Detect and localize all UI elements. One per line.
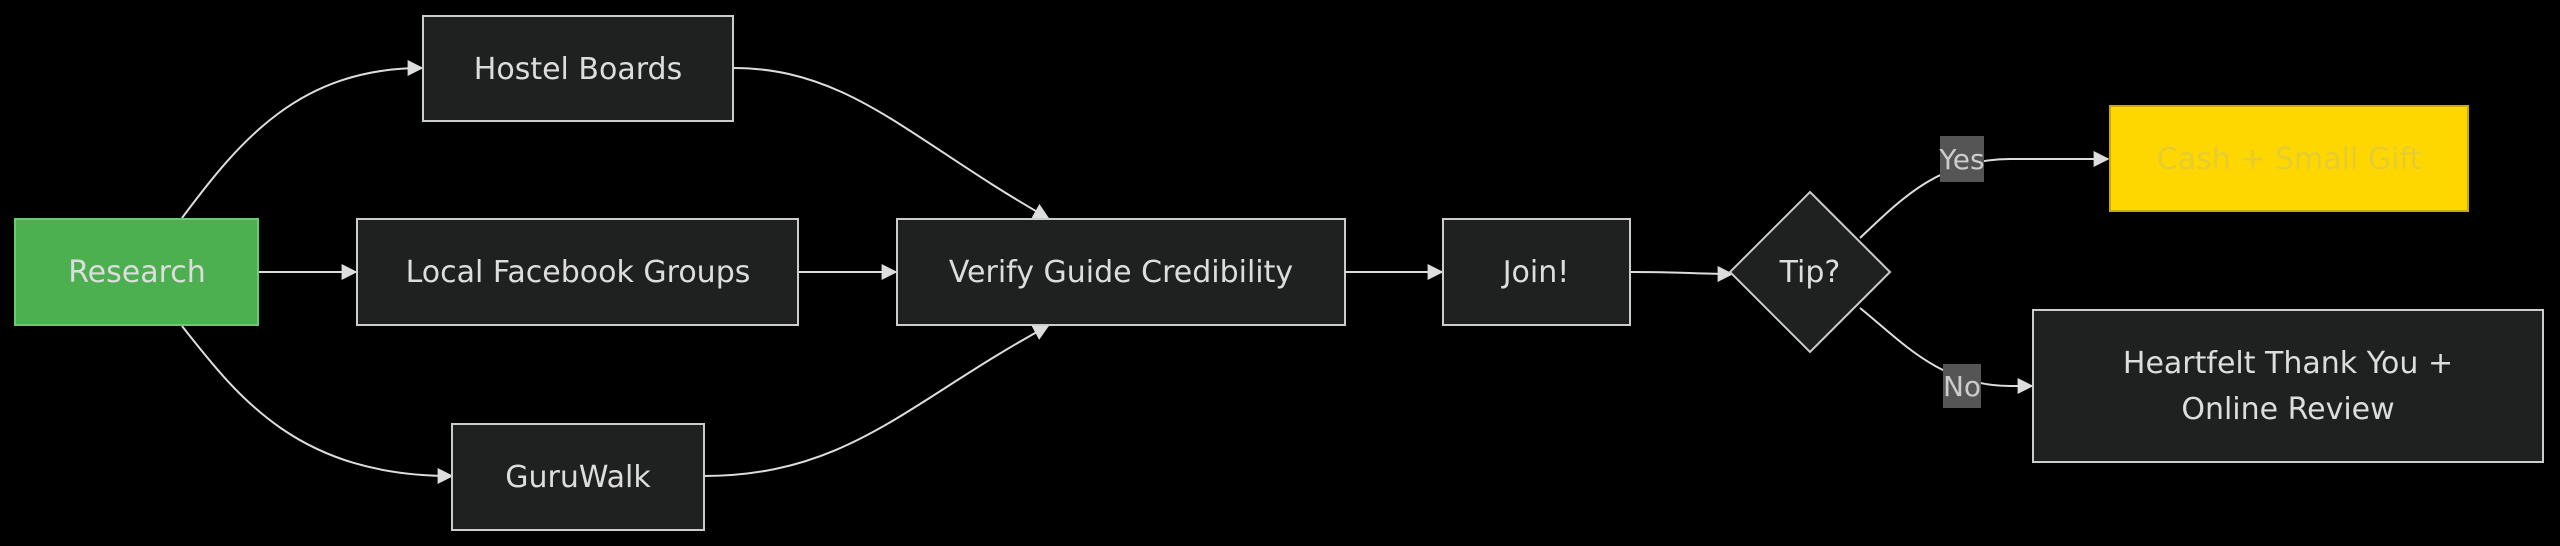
edge-guruwalk-verify: [702, 325, 1050, 477]
edge-join-tip: [1629, 265, 1734, 282]
edge-tip-cash: [1859, 151, 2110, 239]
node-join-label: Join!: [1501, 255, 1570, 290]
node-hostel-boards[interactable]: Hostel Boards: [422, 15, 734, 122]
node-hostel-boards-label: Hostel Boards: [474, 52, 682, 87]
edge-label-no-text: No: [1943, 370, 1981, 403]
node-local-facebook-groups-label: Local Facebook Groups: [406, 255, 751, 290]
node-cash-small-gift[interactable]: Cash + Small Gift: [2109, 105, 2469, 212]
edge-research-hostel: [181, 60, 424, 219]
node-research[interactable]: Research: [14, 218, 259, 326]
node-verify-guide-credibility[interactable]: Verify Guide Credibility: [896, 218, 1346, 326]
edge-research-guruwalk: [181, 325, 454, 484]
edge-tip-thanks: [1859, 307, 2034, 394]
node-join[interactable]: Join!: [1442, 218, 1631, 326]
edge-hostel-verify: [732, 67, 1050, 219]
node-guruwalk-label: GuruWalk: [505, 460, 651, 495]
node-heartfelt-thank-you-line1: Heartfelt Thank You +: [2123, 346, 2453, 381]
edge-label-yes-text: Yes: [1938, 143, 1984, 176]
node-guruwalk[interactable]: GuruWalk: [451, 423, 705, 531]
node-research-label: Research: [68, 255, 206, 290]
node-cash-small-gift-label: Cash + Small Gift: [2157, 142, 2422, 177]
edge-label-yes: Yes: [1938, 136, 1985, 182]
edges: [181, 60, 2110, 484]
node-verify-guide-credibility-label: Verify Guide Credibility: [949, 255, 1293, 290]
node-local-facebook-groups[interactable]: Local Facebook Groups: [356, 218, 799, 326]
node-heartfelt-thank-you-line2: Online Review: [2181, 392, 2394, 427]
node-tip-decision[interactable]: Tip?: [1728, 190, 1892, 354]
node-heartfelt-thank-you[interactable]: Heartfelt Thank You + Online Review: [2032, 309, 2544, 463]
edge-label-no: No: [1943, 364, 1981, 408]
node-tip-decision-label: Tip?: [1779, 255, 1841, 290]
